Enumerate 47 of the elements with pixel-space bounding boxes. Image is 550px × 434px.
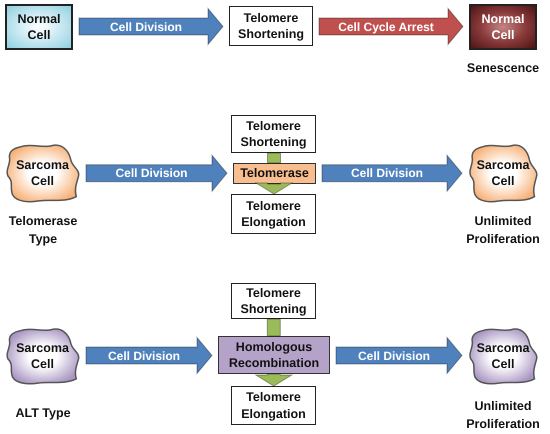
process-box — [231, 283, 316, 319]
block-arrow — [254, 182, 294, 195]
block-arrow — [322, 154, 463, 193]
caption-text: Telomerase Type — [8, 213, 78, 248]
edge-label: Cell Division — [110, 20, 182, 34]
cell-blob — [5, 326, 80, 386]
edge-label: Cell Division — [350, 166, 424, 180]
node-text: Sarcoma Cell — [476, 340, 530, 372]
cell-blob — [5, 142, 80, 204]
edge-label: Cell Cycle Arrest — [338, 20, 434, 34]
cell-blob — [468, 326, 538, 386]
block-arrow — [78, 7, 224, 46]
edge-label: Cell Division — [108, 348, 180, 362]
cell-box — [5, 4, 73, 50]
block-arrow — [267, 152, 281, 164]
caption-text: Unlimited Proliferation — [465, 213, 541, 248]
node-text: Sarcoma Cell — [15, 156, 70, 190]
caption-text: ALT Type — [14, 405, 72, 422]
process-box — [231, 115, 316, 153]
caption-text: Unlimited Proliferation — [465, 398, 541, 432]
block-arrow — [86, 336, 213, 375]
block-arrow — [86, 154, 228, 193]
block-arrow — [336, 336, 463, 375]
node-text: Telomere Elongation — [240, 198, 307, 230]
process-box — [229, 6, 313, 46]
cell-box — [469, 4, 537, 50]
block-arrow — [318, 7, 464, 46]
cell-blob — [468, 142, 538, 204]
caption-text: Senescence — [466, 60, 540, 77]
mechanism-box — [233, 163, 316, 184]
edge-label: Cell Division — [358, 348, 430, 362]
node-text: Telomere Elongation — [240, 389, 307, 422]
process-box — [231, 194, 316, 234]
node-text: Sarcoma Cell — [476, 156, 530, 190]
process-box — [231, 386, 316, 425]
node-text: Telomere Shortening — [240, 118, 308, 150]
node-text: Telomere Shortening — [237, 10, 305, 42]
block-arrow — [266, 318, 281, 336]
node-text: Normal Cell — [480, 10, 526, 44]
node-text: Homologous Recombination — [228, 338, 320, 372]
node-text: Telomerase — [240, 165, 309, 182]
block-arrow — [254, 374, 294, 387]
edge-label: Cell Division — [115, 166, 188, 180]
node-text: Sarcoma Cell — [15, 340, 70, 372]
node-text: Telomere Shortening — [240, 284, 308, 318]
mechanism-box — [218, 336, 330, 374]
node-text: Normal Cell — [16, 10, 62, 44]
